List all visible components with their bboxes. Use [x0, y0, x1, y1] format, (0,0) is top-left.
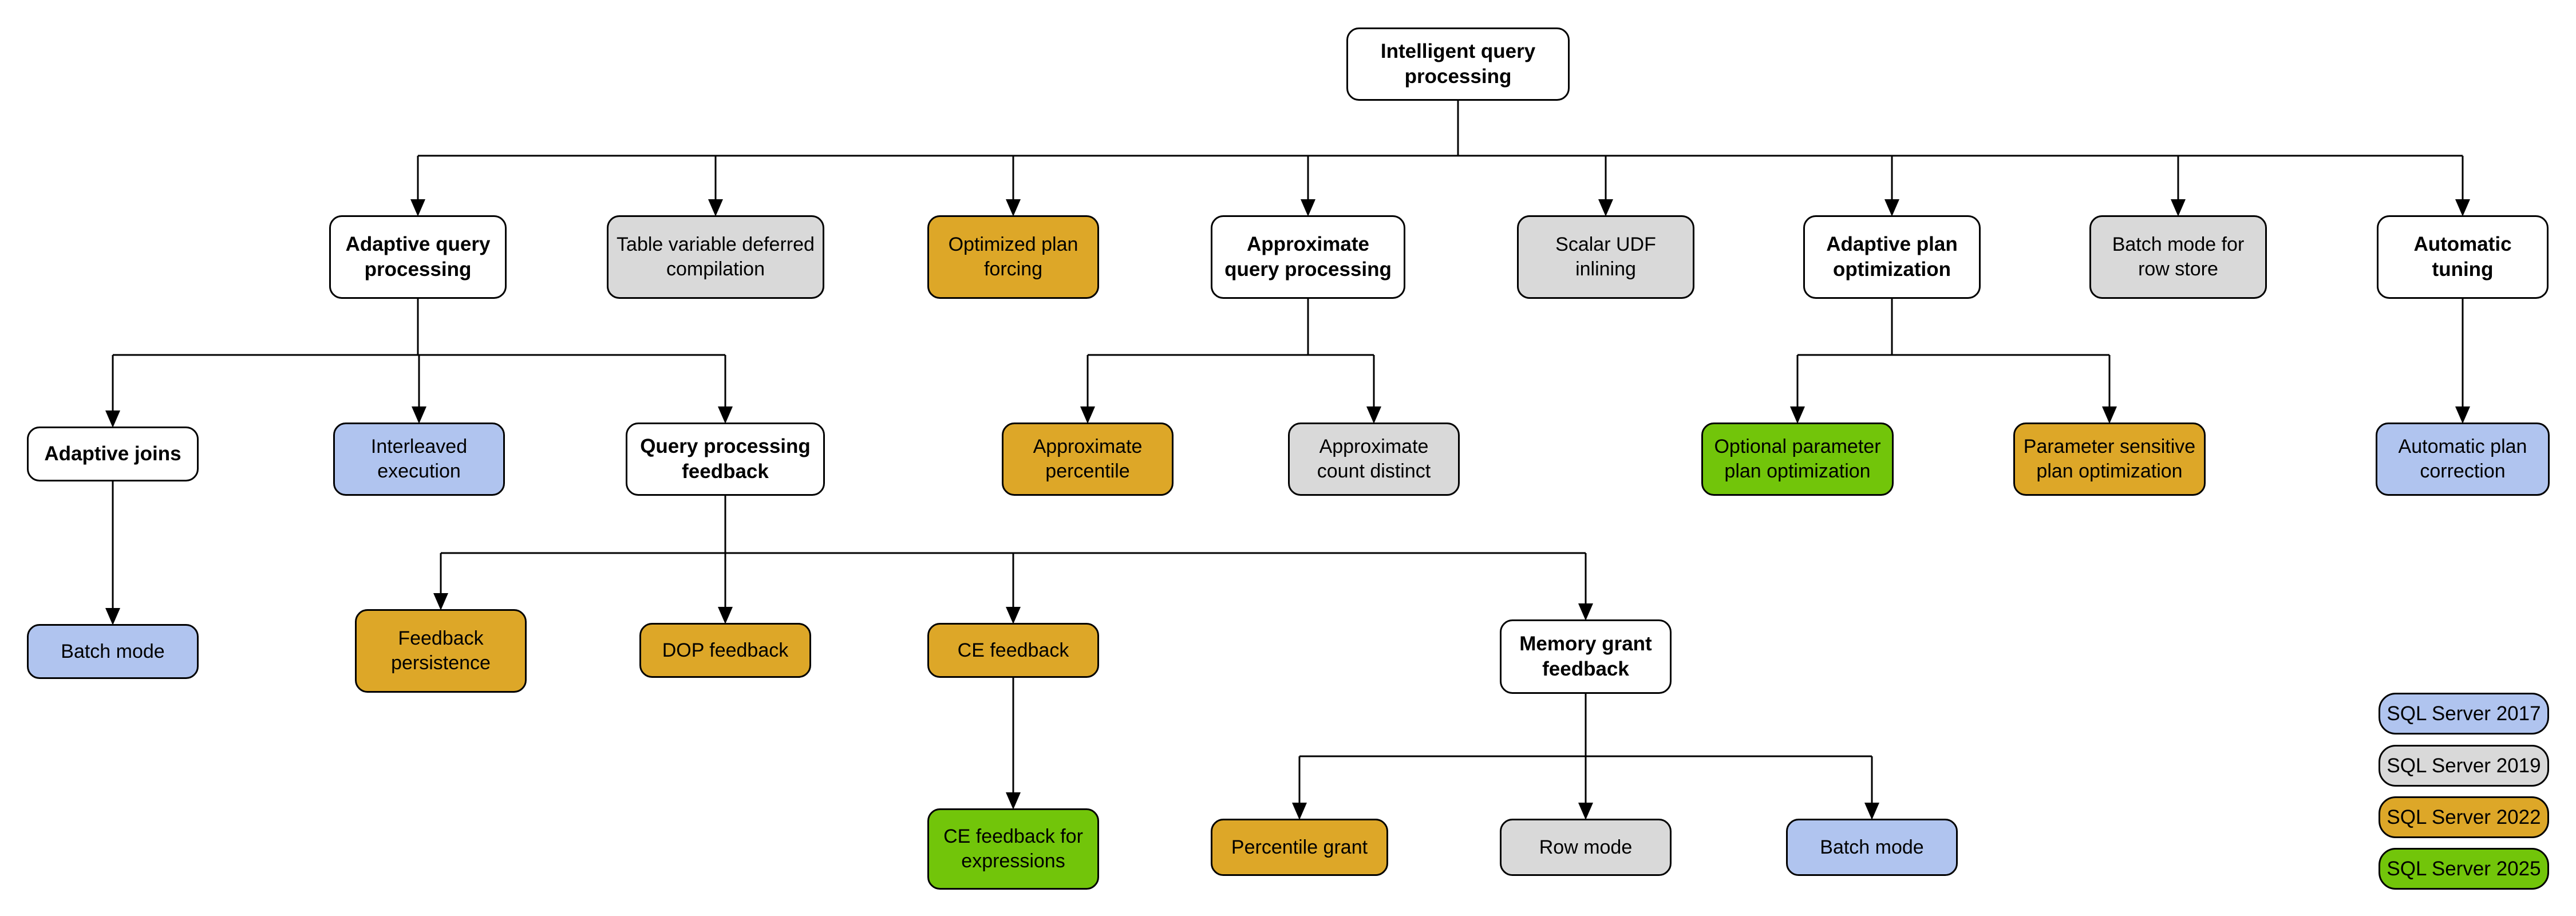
arrowhead — [1884, 199, 1899, 216]
arrowhead — [1790, 406, 1805, 424]
node-mgf: Memory grant feedback — [1500, 619, 1672, 694]
node-dop: DOP feedback — [639, 623, 811, 678]
arrowhead — [1080, 406, 1095, 424]
arrowhead — [2102, 406, 2117, 424]
node-oppo: Optional parameter plan optimization — [1701, 423, 1894, 496]
legend-sql-server-2019: SQL Server 2019 — [2379, 745, 2549, 787]
node-sui: Scalar UDF inlining — [1517, 215, 1694, 299]
arrowhead — [2455, 199, 2470, 216]
arrowhead — [1292, 803, 1307, 820]
node-ce: CE feedback — [927, 623, 1099, 678]
node-opf: Optimized plan forcing — [927, 215, 1099, 299]
node-tvdc: Table variable deferred compilation — [607, 215, 824, 299]
node-ap: Approximate percentile — [1002, 423, 1174, 496]
arrowhead — [718, 406, 733, 424]
node-bm-mgf: Batch mode — [1786, 819, 1958, 876]
arrowhead — [1366, 406, 1381, 424]
arrowhead — [410, 199, 425, 216]
node-fp: Feedback persistence — [355, 609, 527, 693]
node-apq: Approximate query processing — [1211, 215, 1405, 299]
arrowhead — [1006, 607, 1021, 624]
arrowhead — [1006, 792, 1021, 810]
node-aj: Adaptive joins — [27, 427, 199, 481]
node-pspo: Parameter sensitive plan optimization — [2013, 423, 2206, 496]
node-apc: Automatic plan correction — [2376, 423, 2550, 496]
arrowhead — [1598, 199, 1613, 216]
node-bmrs: Batch mode for row store — [2089, 215, 2267, 299]
node-rm: Row mode — [1500, 819, 1672, 876]
legend-sql-server-2025: SQL Server 2025 — [2379, 848, 2549, 890]
node-cefe: CE feedback for expressions — [927, 808, 1099, 890]
arrowhead — [708, 199, 723, 216]
legend-sql-server-2017: SQL Server 2017 — [2379, 693, 2549, 735]
arrowhead — [1864, 803, 1879, 820]
arrowhead — [105, 608, 120, 625]
arrowhead — [433, 593, 448, 610]
arrowhead — [1578, 803, 1593, 820]
node-apo: Adaptive plan optimization — [1803, 215, 1981, 299]
node-aqp: Adaptive query processing — [329, 215, 507, 299]
arrowhead — [1006, 199, 1021, 216]
arrowhead — [1301, 199, 1315, 216]
node-bm-aj: Batch mode — [27, 624, 199, 679]
node-acd: Approximate count distinct — [1288, 423, 1460, 496]
arrowhead — [718, 607, 733, 624]
legend-sql-server-2022: SQL Server 2022 — [2379, 796, 2549, 838]
node-pg: Percentile grant — [1211, 819, 1388, 876]
node-at: Automatic tuning — [2377, 215, 2549, 299]
arrowhead — [2171, 199, 2186, 216]
node-ie: Interleaved execution — [333, 423, 505, 496]
node-iqp: Intelligent query processing — [1346, 27, 1570, 101]
arrowhead — [105, 410, 120, 428]
arrowhead — [412, 406, 426, 424]
arrowhead — [2455, 406, 2470, 424]
node-qpf: Query processing feedback — [626, 423, 825, 496]
arrowhead — [1578, 603, 1593, 621]
